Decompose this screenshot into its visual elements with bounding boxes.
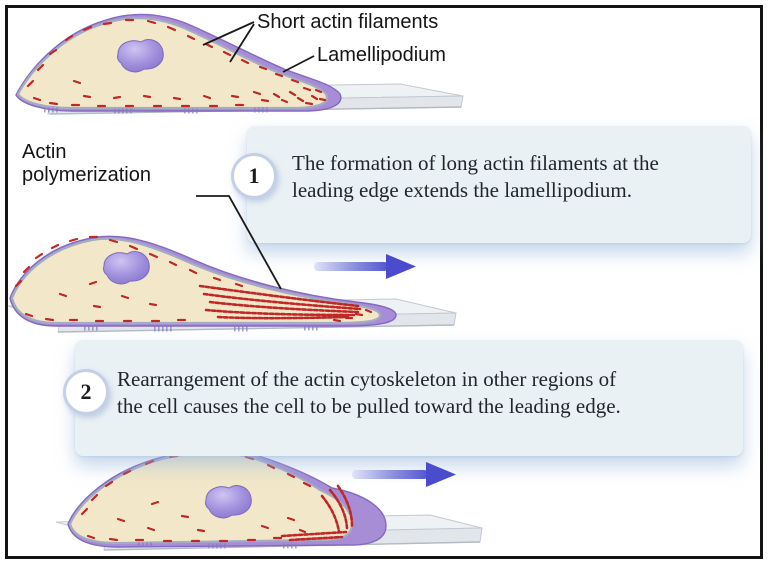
actin-polymer-network — [280, 484, 354, 542]
adhesion-marks — [84, 325, 320, 332]
label-lamellipodium: Lamellipodium — [317, 44, 446, 66]
adhesion-marks — [138, 542, 299, 549]
step2-badge-number: 2 — [80, 379, 92, 404]
cell-membrane — [16, 17, 329, 110]
step2-text-line1: Rearrangement of the actin cytoskeleton … — [117, 367, 617, 391]
actin-polymer-network — [198, 284, 362, 320]
nucleus — [204, 485, 252, 519]
initial-cell-illustration — [15, 13, 464, 115]
step2-callout — [75, 340, 743, 456]
label-actin-polymerization: Actin polymerization — [22, 141, 151, 186]
step1-badge: 1 — [231, 153, 277, 199]
step1-badge-number: 1 — [248, 163, 260, 188]
step2-badge: 2 — [63, 369, 109, 415]
nucleus — [116, 39, 164, 73]
nucleus — [102, 251, 150, 285]
step1-text-line2: leading edge extends the lamellipodium. — [292, 178, 632, 202]
step1-callout — [247, 126, 751, 243]
short-actin-filaments — [26, 18, 327, 108]
step2-cell-illustration — [55, 449, 483, 551]
step1-text-line1: The formation of long actin filaments at… — [292, 151, 659, 175]
step1-cell-illustration — [7, 235, 457, 333]
label-short-actin-filaments: Short actin filaments — [257, 11, 439, 33]
step2-text: Rearrangement of the actin cytoskeleton … — [117, 366, 621, 420]
step1-text: The formation of long actin filaments at… — [292, 150, 659, 204]
step2-text-line2: the cell causes the cell to be pulled to… — [117, 394, 621, 418]
adhesion-marks — [44, 107, 268, 114]
